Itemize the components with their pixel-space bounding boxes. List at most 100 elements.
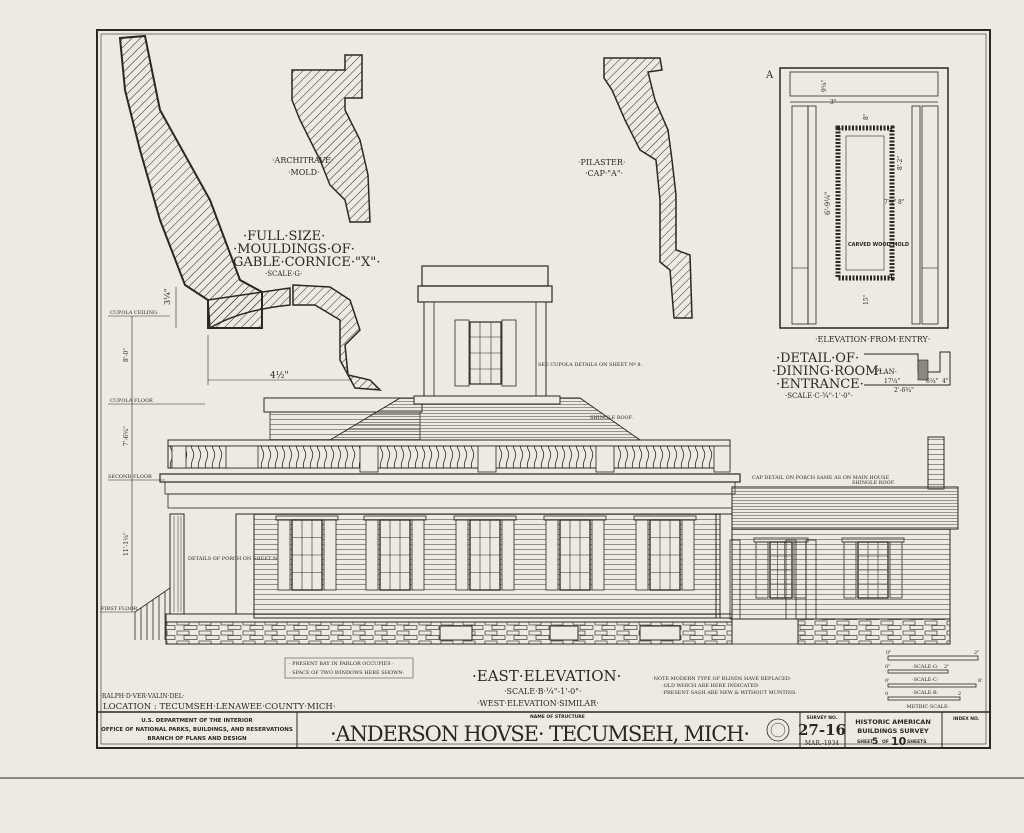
dim-width: 4½"	[270, 370, 289, 381]
dim: 8"	[898, 199, 905, 206]
shutter	[277, 519, 291, 591]
shutter	[365, 519, 379, 591]
shutter	[591, 519, 605, 591]
full-size-title-3: GABLE·CORNICE·"X"·	[233, 255, 380, 270]
scale-tick: 0"	[886, 650, 891, 656]
dept-line-3: BRANCH OF PLANS AND DESIGN	[147, 736, 247, 742]
elevation-scale: ·SCALE·B·¼"-1'-0"·	[504, 687, 581, 696]
elevation-subtitle: ·WEST·ELEVATION·SIMILAR·	[477, 699, 599, 708]
full-size-title-1: ·FULL·SIZE·	[243, 229, 325, 244]
scale-tick: 2"	[944, 664, 949, 670]
blinds-note-1: ·NOTE·MODERN TYPE OF BLINDS HAVE REPLACE…	[652, 676, 792, 682]
index-label: INDEX NO.	[953, 716, 980, 722]
sheet-word: SHEET	[857, 739, 874, 745]
window-head	[453, 515, 517, 521]
level-markers: CUPOLA CEILING CUPOLA FLOOR SECOND FLOOR…	[100, 310, 205, 613]
rear-wing	[729, 436, 959, 645]
dim: 15"	[863, 294, 870, 305]
detail-scale: ·SCALE·C·¾"-1'-0"·	[785, 392, 853, 400]
window-muntins	[650, 520, 680, 590]
dim: 8"	[863, 113, 870, 120]
plan-dim: 17¼"	[884, 378, 900, 385]
scale-tick: 0"	[885, 664, 890, 670]
gable-cornice-moulding: 3¼" 4½"	[118, 34, 382, 391]
window-head	[543, 515, 607, 521]
dining-plan: ·PLAN· 17¼" 2'-6¾" 6¼" 4"	[864, 351, 951, 394]
shingle-note: SHINGLE ROOF.	[590, 415, 633, 421]
elevation-title: ·EAST·ELEVATION·	[472, 667, 621, 685]
window-muntins	[560, 520, 590, 590]
shutter	[501, 519, 515, 591]
seal-icon	[766, 718, 790, 742]
dining-room-entrance-detail: A CARVED WOOD MOLD 9¼" 3" 8" 8'-2" 6'-9¼…	[765, 67, 951, 400]
pilaster-label-2: ·CAP·"A"·	[585, 169, 623, 178]
shutter	[635, 519, 649, 591]
bay-note-1: · PRESENT BAY IN PARLOR OCCUPIES ·	[289, 661, 394, 667]
survey-label: SURVEY NO.	[807, 715, 838, 721]
window-head	[633, 515, 697, 521]
scale-tick: 2"	[974, 650, 979, 656]
porch-note: DETAILS OF PORCH ON SHEET Nº 7.	[188, 556, 286, 562]
architrave-moulding: ·ARCHITRAVE· ·MOLD·	[272, 54, 371, 223]
scale-tick: 8'	[978, 678, 983, 684]
window-head	[275, 515, 339, 521]
level-first-floor: FIRST FLOOR	[101, 606, 138, 612]
shutter	[411, 519, 425, 591]
blinds-note-3: ·PRESENT SASH ARE NEW & WITHOUT MUNTINS·	[662, 690, 797, 696]
cupola-note: SEE CUPOLA DETAILS ON SHEET Nº 8.	[538, 362, 643, 368]
cupola	[417, 265, 553, 399]
scale-tick: 0'	[885, 678, 890, 684]
plan-label: ·PLAN·	[872, 368, 897, 376]
detail-title-1: ·DETAIL·OF·	[776, 351, 859, 366]
dim-height: 3¼"	[163, 288, 172, 305]
scale-b-label: ·SCALE·B·	[912, 690, 939, 696]
shutter	[323, 519, 337, 591]
window-muntins	[380, 520, 410, 590]
window-muntins	[292, 520, 322, 590]
plan-dim: 2'-6¾"	[894, 387, 914, 394]
sheet-total: 10	[891, 735, 907, 748]
window-muntins	[470, 520, 500, 590]
pilaster-cap-moulding: ·PILASTER· ·CAP·"A"·	[578, 57, 693, 319]
section-marker: A	[765, 70, 774, 81]
shingle-note-2: SHINGLE ROOF.	[852, 480, 895, 486]
window-head	[363, 515, 427, 521]
shutter	[681, 519, 695, 591]
shutter	[455, 519, 469, 591]
plan-dim: 6¼"	[926, 378, 939, 385]
dim: 6'-9¼"	[824, 192, 832, 215]
cap-note: CAP DETAIL ON PORCH SAME AS ON MAIN HOUS…	[752, 475, 890, 481]
full-size-scale: ·SCALE·G·	[265, 270, 302, 278]
elevation-from-entry-label: ·ELEVATION·FROM·ENTRY·	[815, 335, 930, 344]
dim: 8'-2"	[897, 156, 904, 170]
shutter	[545, 519, 559, 591]
habs-line-2: BUILDINGS SURVEY	[857, 727, 929, 735]
scale-tick: 0	[885, 691, 888, 697]
dim: 3"	[830, 99, 837, 106]
level-second-floor: SECOND FLOOR	[108, 474, 152, 480]
detail-title-2: ·DINING·ROOM·	[772, 364, 883, 379]
architrave-label-2: ·MOLD·	[288, 168, 320, 177]
habs-line-1: HISTORIC AMERICAN	[855, 718, 931, 726]
level-cupola-floor: CUPOLA FLOOR	[110, 398, 153, 404]
scale-g-label: ·SCALE·G·	[912, 664, 939, 670]
dept-line-2: OFFICE OF NATIONAL PARKS, BUILDINGS, AND…	[101, 727, 293, 733]
east-elevation-drawing: CUPOLA CEILING CUPOLA FLOOR SECOND FLOOR…	[100, 265, 959, 708]
dim: 9¼"	[821, 79, 828, 92]
title-block: ·RALPH·D·VER·VALIN·DEL· LOCATION : TECUM…	[97, 693, 990, 748]
full-size-title-2: ·MOULDINGS·OF·	[233, 242, 355, 257]
level-cupola-ceiling: CUPOLA CEILING	[110, 310, 157, 316]
pilaster-label: ·PILASTER·	[578, 158, 625, 167]
survey-number: 27-16	[798, 721, 846, 739]
of-word: OF	[882, 739, 889, 745]
scale-tick: 2	[958, 691, 961, 697]
scale-bars: 0" 2" 0" ·SCALE·G· 2" 0' ·SCALE·C· 8' 0 …	[885, 650, 983, 710]
delineator: ·RALPH·D·VER·VALIN·DEL·	[100, 693, 185, 700]
dept-line-1: U.S. DEPARTMENT OF THE INTERIOR	[141, 718, 253, 724]
height-dim: 7'-6¾"	[123, 426, 130, 446]
sheets-word: SHEETS	[907, 739, 926, 745]
roof-balustrade	[167, 439, 731, 473]
height-dim: 11'-1¼"	[123, 532, 130, 556]
